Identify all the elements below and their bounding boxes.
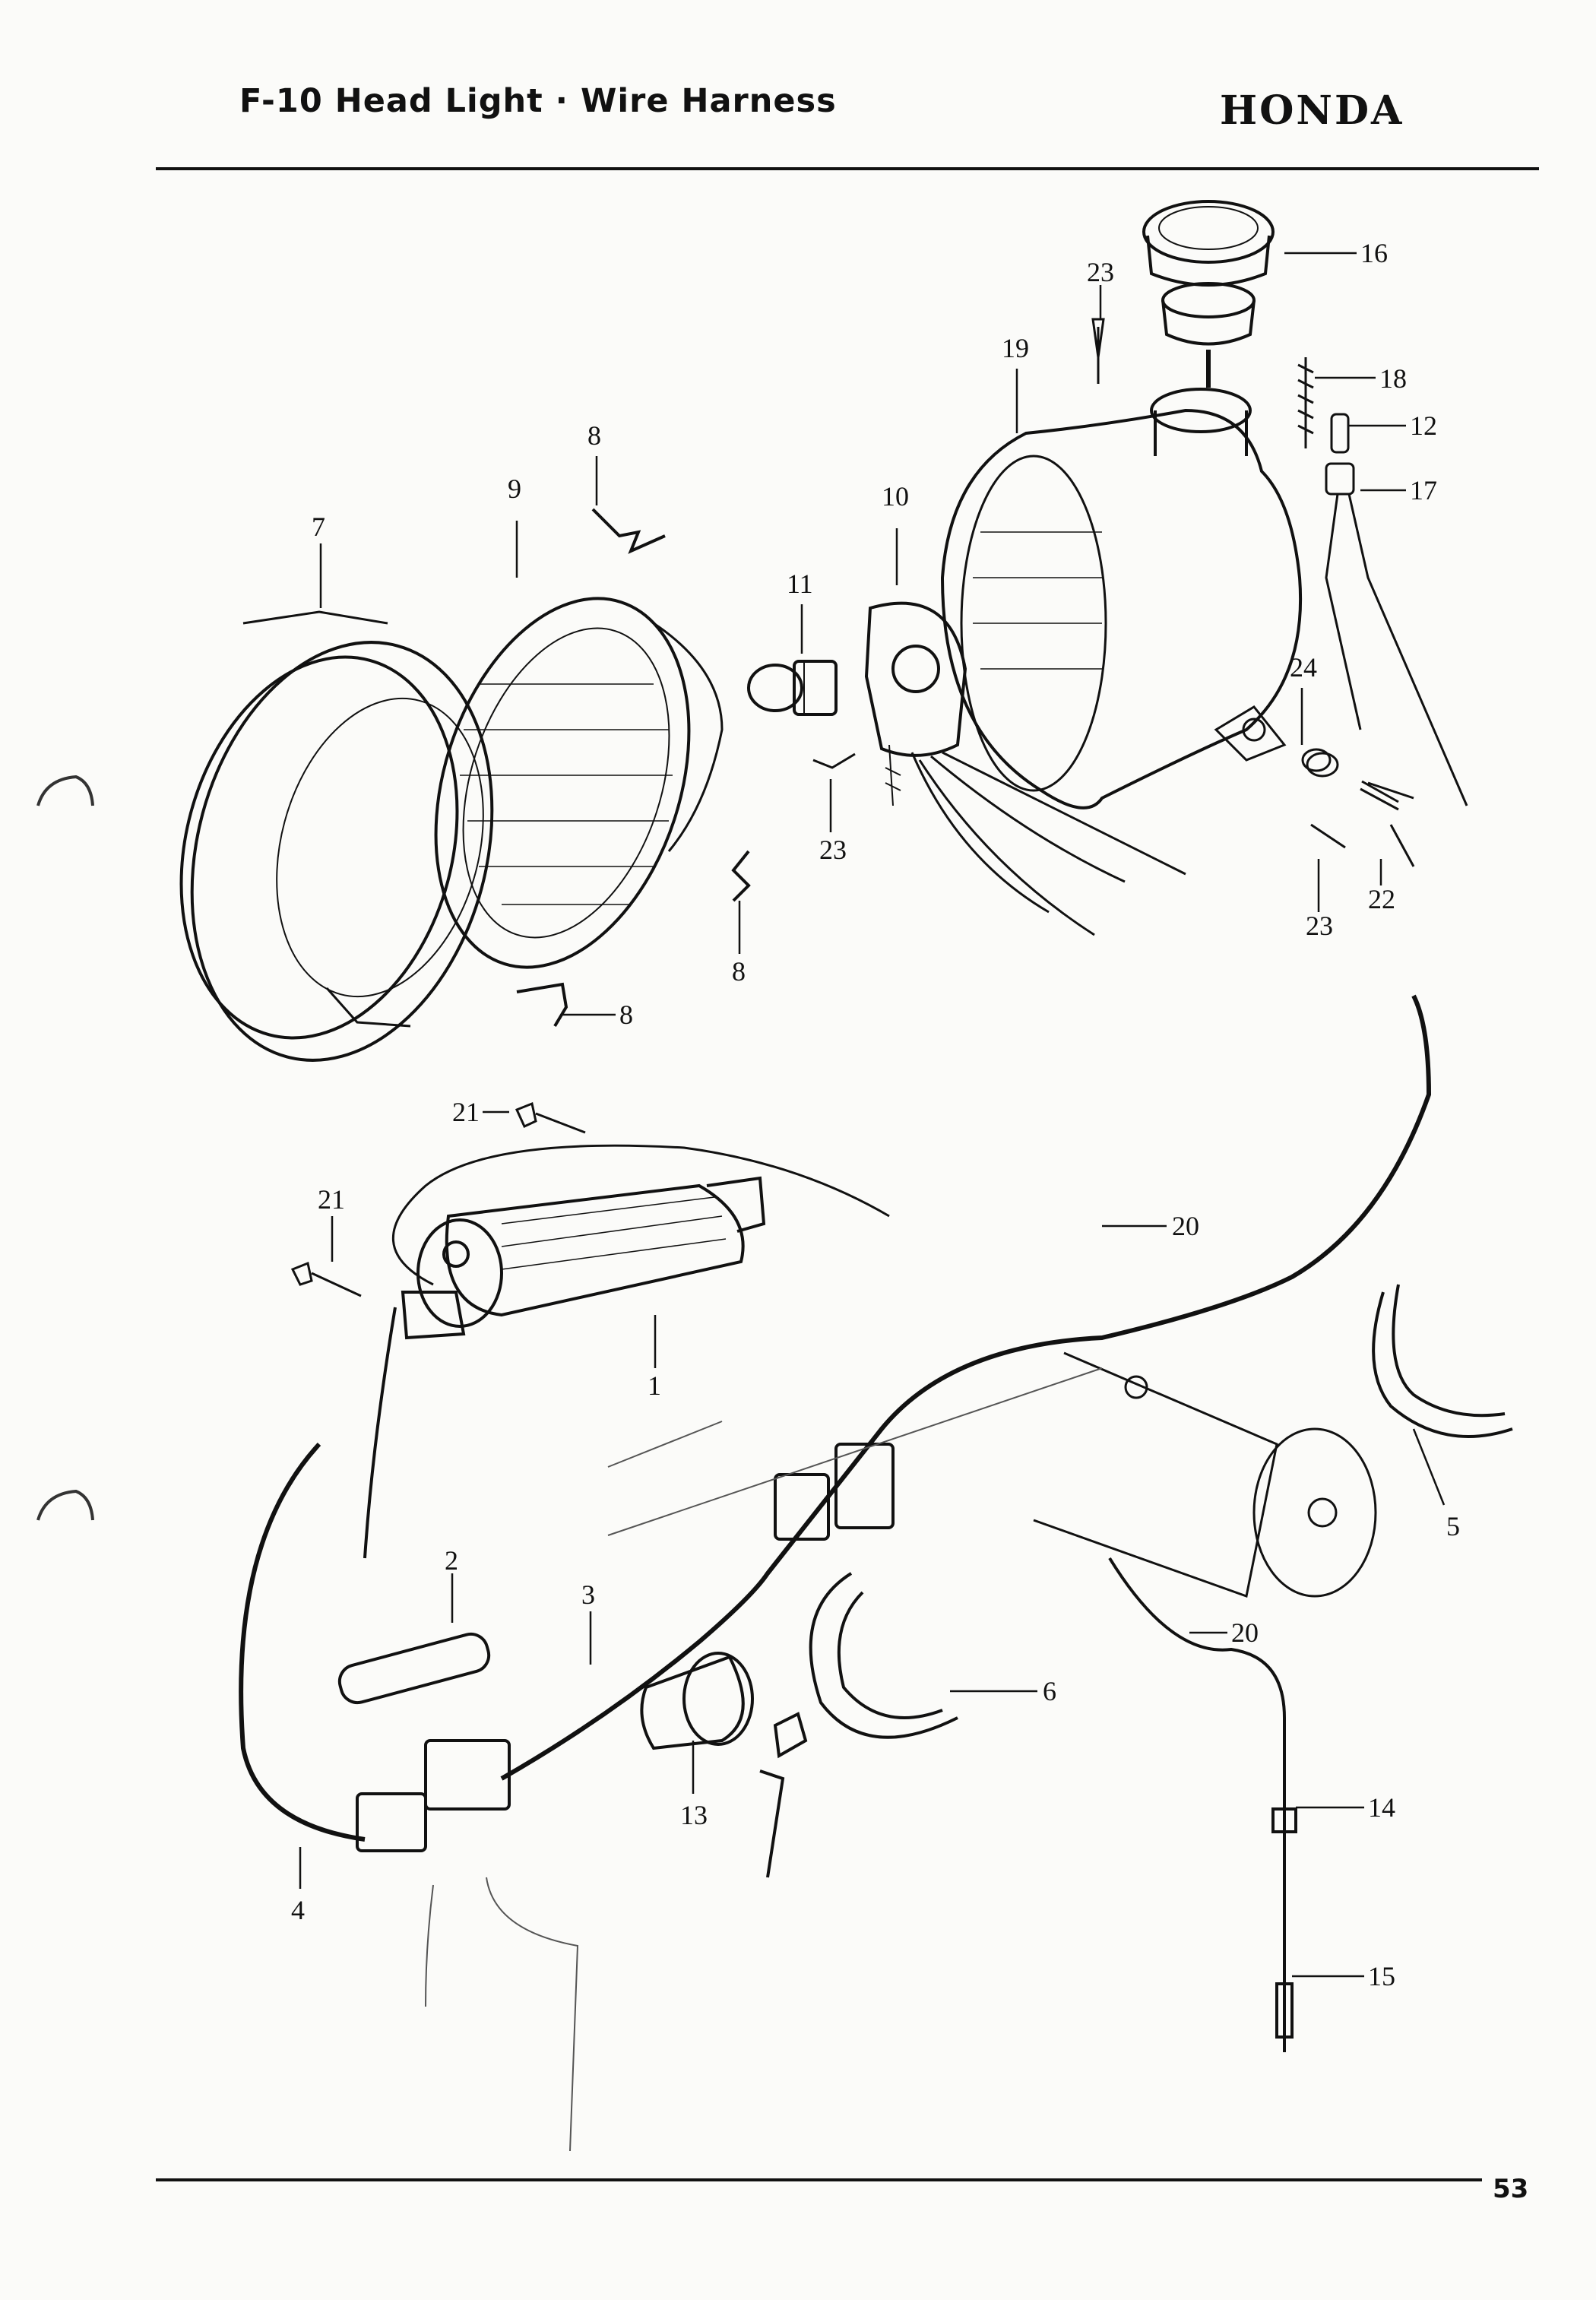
callout-1: 1 xyxy=(648,1370,661,1401)
callout-9: 9 xyxy=(508,474,521,504)
callout-6: 6 xyxy=(1043,1676,1056,1706)
harness-bands xyxy=(809,1284,1513,1739)
small-screws xyxy=(812,318,1399,849)
plug-cap xyxy=(337,1307,491,1705)
callout-18: 18 xyxy=(1379,363,1407,394)
callout-22: 22 xyxy=(1368,884,1395,914)
callout-12: 12 xyxy=(1410,410,1437,441)
callout-8-top: 8 xyxy=(587,420,601,451)
bulb-socket xyxy=(864,601,967,806)
callout-5: 5 xyxy=(1446,1511,1460,1541)
callout-8-bottom: 8 xyxy=(619,1000,633,1030)
callout-24: 24 xyxy=(1290,652,1317,683)
callout-14: 14 xyxy=(1368,1792,1395,1823)
callout-8-mid: 8 xyxy=(732,956,746,987)
generator-housing xyxy=(1033,1351,1377,1598)
callout-23-right: 23 xyxy=(1306,911,1333,941)
callout-13: 13 xyxy=(680,1800,708,1830)
frame-outline xyxy=(425,1367,1103,2152)
ignition-coil xyxy=(401,1176,766,1340)
lower-cable xyxy=(1108,1557,1297,2052)
callout-16: 16 xyxy=(1360,238,1388,268)
rim-clips xyxy=(516,508,751,1028)
headlight-lens-unit xyxy=(434,597,724,969)
callout-10: 10 xyxy=(882,481,909,512)
callout-3: 3 xyxy=(581,1579,595,1610)
speedometer xyxy=(1142,200,1275,388)
page-number: 53 xyxy=(1493,2174,1529,2204)
callout-23-mid: 23 xyxy=(819,835,847,865)
callout-21-top: 21 xyxy=(452,1097,480,1127)
headlight-case xyxy=(940,388,1303,809)
main-wire-harness xyxy=(239,994,1432,1842)
socket-lead-wires xyxy=(910,751,1186,936)
callout-21-left: 21 xyxy=(318,1184,345,1215)
callout-23-top: 23 xyxy=(1087,257,1114,287)
callout-19: 19 xyxy=(1002,333,1029,363)
callout-4: 4 xyxy=(291,1895,305,1925)
punch-hole-top xyxy=(36,775,94,806)
callout-20-top: 20 xyxy=(1172,1211,1199,1241)
callout-15: 15 xyxy=(1368,1961,1395,1991)
brand-logo: HONDA xyxy=(1220,87,1404,134)
callout-7: 7 xyxy=(312,512,325,542)
callout-11: 11 xyxy=(787,569,813,599)
case-wiring xyxy=(1297,357,1468,867)
headlight-rim xyxy=(179,610,494,1062)
callout-leaders xyxy=(299,252,1446,1978)
high-tension-cord xyxy=(391,1144,890,1286)
punch-hole-bottom xyxy=(36,1489,94,1521)
headlight-bulb xyxy=(747,660,838,716)
callout-17: 17 xyxy=(1410,475,1437,505)
connector-blocks xyxy=(356,1443,895,1852)
page-title: F-10 Head Light · Wire Harness xyxy=(239,82,837,120)
callout-labels: 7 9 8 10 11 19 23 16 18 12 17 24 23 8 8 … xyxy=(291,238,1460,1991)
ignition-switch xyxy=(640,1652,808,1878)
callout-20-bottom: 20 xyxy=(1231,1617,1259,1648)
coil-bolts xyxy=(290,1101,586,1297)
callout-2: 2 xyxy=(445,1545,458,1576)
